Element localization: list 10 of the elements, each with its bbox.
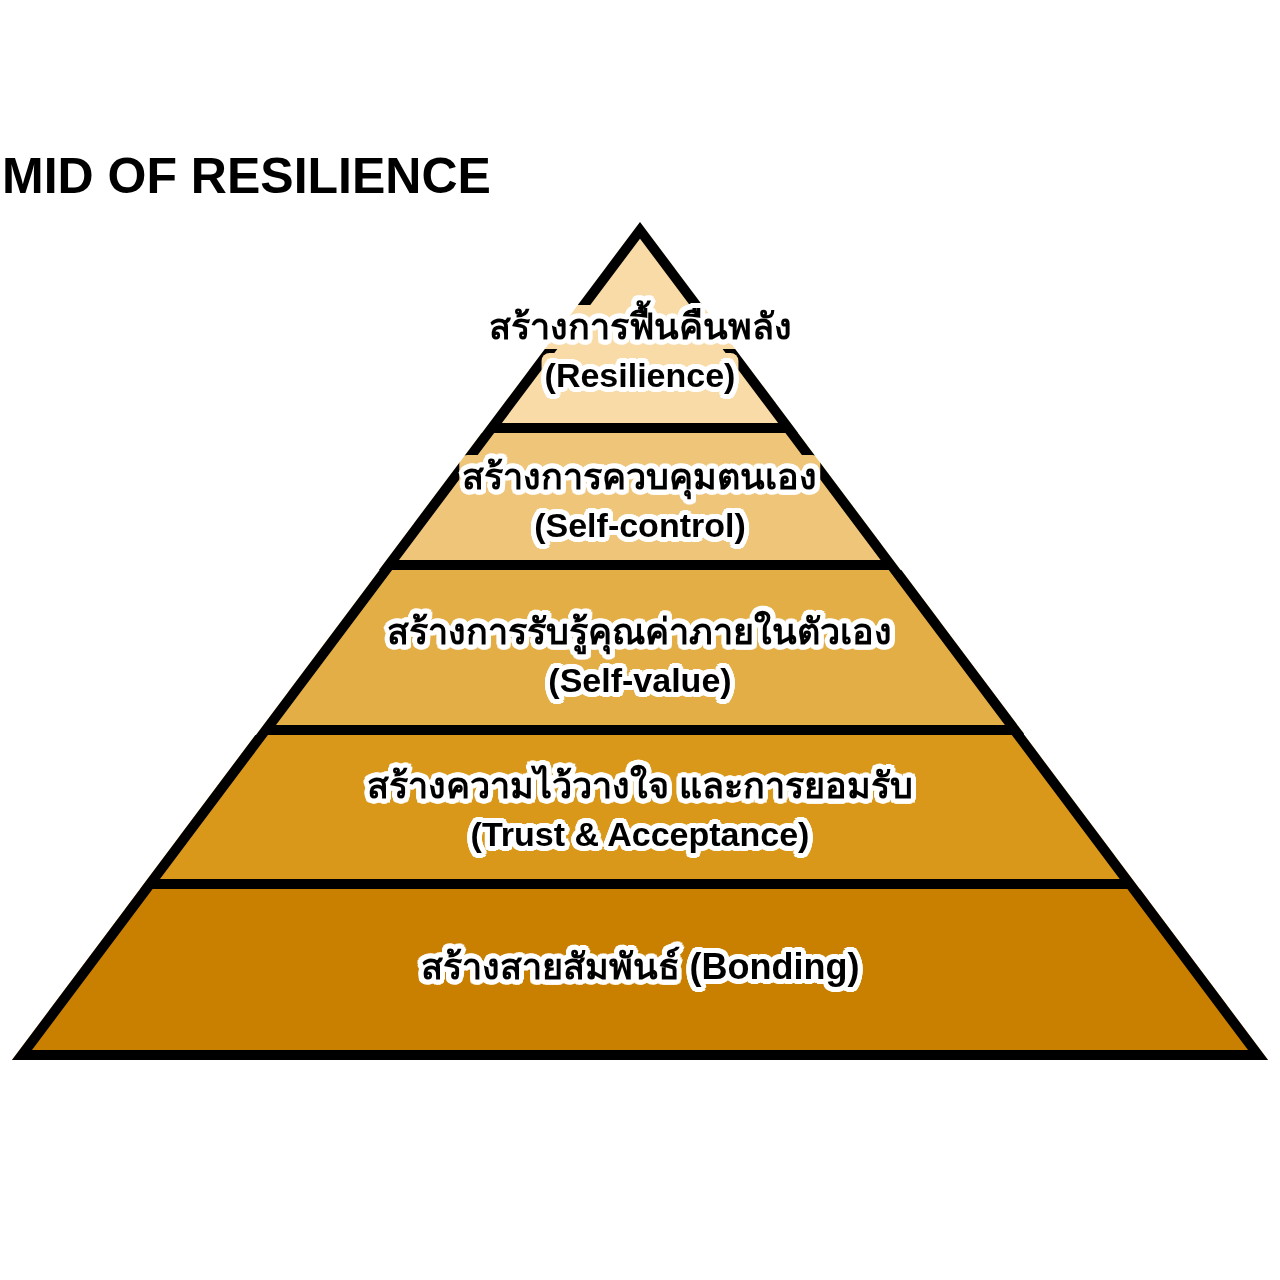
level-sublabel: (Trust & Acceptance) xyxy=(470,814,810,855)
level-label: สร้างการควบคุมตนเอง xyxy=(462,453,818,501)
diagram-title: MID OF RESILIENCE xyxy=(2,147,491,206)
level-label: สร้างการรับรู้คุณค่าภายในตัวเอง xyxy=(387,608,893,656)
level-sublabel: (Resilience) xyxy=(544,355,736,396)
level-label: สร้างความไว้วางใจ และการยอมรับ xyxy=(367,763,913,808)
level-sublabel: (Self-value) xyxy=(548,660,732,701)
level-label: สร้างสายสัมพันธ์ (Bonding) xyxy=(420,945,860,989)
pyramid-level xyxy=(12,889,1268,1060)
level-sublabel: (Self-control) xyxy=(534,505,746,546)
